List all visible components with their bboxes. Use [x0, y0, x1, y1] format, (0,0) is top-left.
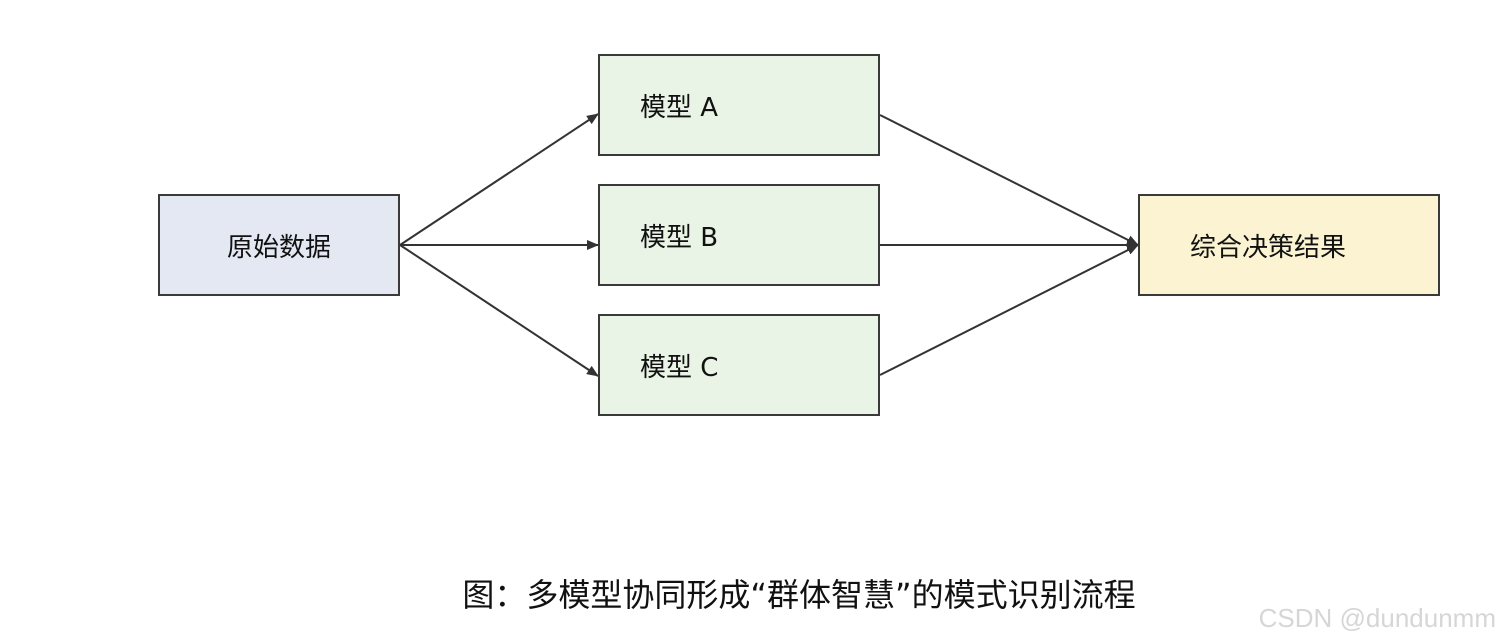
- node-model-b-label: 模型 B: [640, 222, 719, 253]
- node-raw-data-label: 原始数据: [226, 232, 331, 263]
- edge-source-to-model-c: [399, 244, 599, 377]
- node-final-result-label: 综合决策结果: [1190, 232, 1347, 263]
- node-model-b: 模型 B: [598, 184, 880, 286]
- edge-source-to-model-a: [399, 113, 599, 246]
- watermark: CSDN @dundunmm: [1258, 603, 1496, 633]
- node-model-c-label: 模型 C: [640, 352, 719, 383]
- node-model-a-label: 模型 A: [640, 92, 719, 123]
- node-raw-data: 原始数据: [158, 194, 400, 296]
- edge-model-a-to-result: [879, 114, 1139, 246]
- edge-model-c-to-result: [879, 244, 1139, 376]
- node-model-c: 模型 C: [598, 314, 880, 416]
- node-final-result: 综合决策结果: [1138, 194, 1440, 296]
- node-model-a: 模型 A: [598, 54, 880, 156]
- figure-caption: 图：多模型协同形成“群体智慧”的模式识别流程: [462, 576, 1136, 614]
